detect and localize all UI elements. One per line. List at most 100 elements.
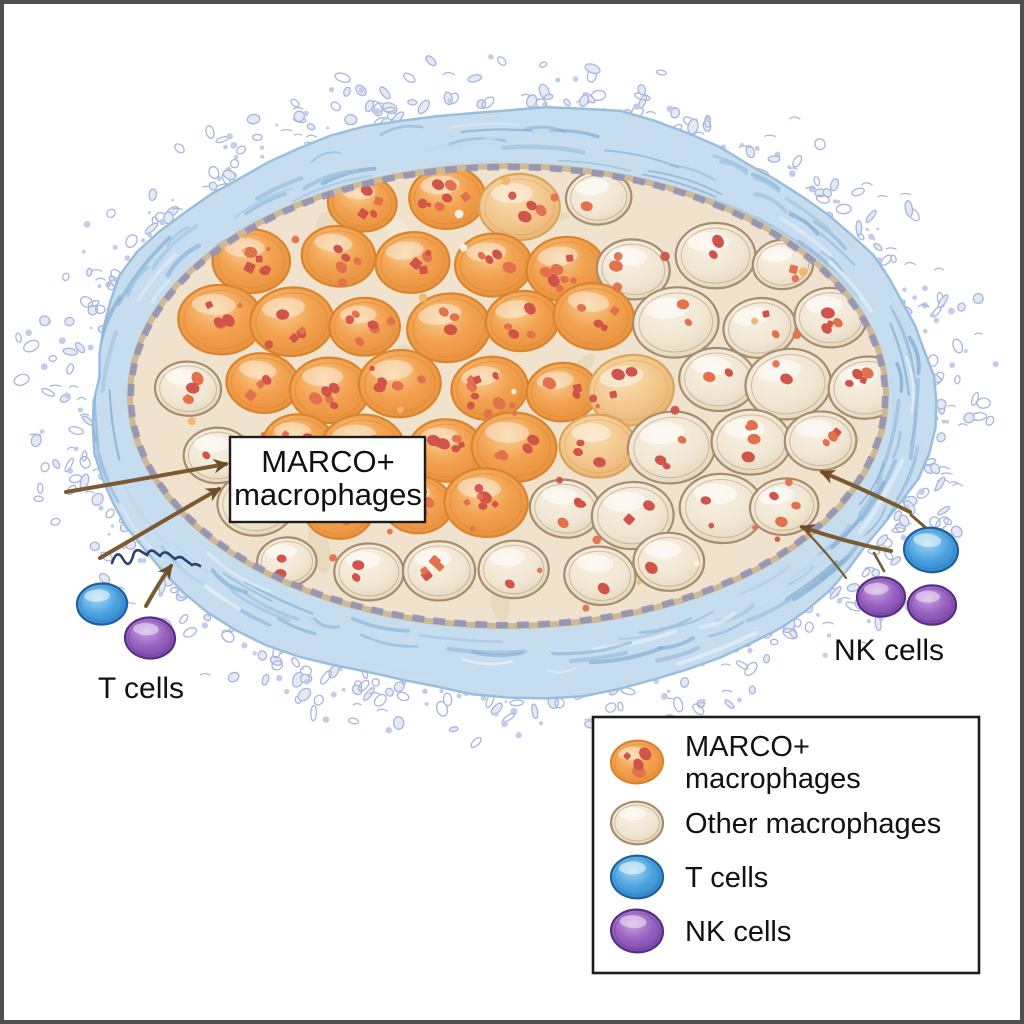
cell-dot — [417, 375, 426, 384]
capsule-stroke — [229, 588, 291, 622]
scribble-annotation — [110, 548, 202, 568]
infiltration-arrow — [64, 458, 229, 494]
debris-dot — [512, 411, 517, 416]
cell-dot — [573, 497, 584, 508]
cell-dot — [328, 382, 340, 394]
speckle — [233, 154, 239, 160]
capsule-stroke — [150, 224, 199, 271]
speckle — [37, 482, 44, 494]
speckle — [157, 591, 164, 597]
speckle — [822, 652, 828, 659]
capsule-stroke — [889, 322, 910, 396]
capsule-stroke — [424, 143, 463, 154]
marco-macrophage-cell — [406, 292, 492, 364]
speckle — [83, 220, 91, 228]
speckle — [77, 396, 87, 401]
speckle — [68, 474, 83, 484]
cell-dot — [333, 244, 343, 254]
cell-dot — [451, 434, 462, 443]
speckle — [84, 490, 95, 494]
marco-macrophage-cell — [249, 286, 335, 358]
speckle — [310, 704, 318, 722]
cell-dot — [324, 395, 334, 404]
cell-dot — [724, 368, 734, 377]
cell-dot — [771, 330, 780, 339]
speckle — [929, 516, 941, 528]
debris-dot — [426, 202, 432, 208]
capsule-stroke — [244, 192, 287, 216]
speckle — [343, 86, 351, 97]
speckle — [229, 158, 240, 169]
debris-dot — [260, 432, 266, 437]
arrow-branch — [909, 513, 928, 530]
speckle — [13, 373, 30, 386]
cell-dot — [741, 451, 755, 463]
cell-dot — [560, 275, 569, 283]
speckle — [40, 462, 50, 473]
cell-dot — [373, 382, 386, 393]
speckle — [222, 630, 233, 634]
speckle — [900, 192, 912, 196]
capsule-stroke — [792, 559, 845, 602]
speckle — [885, 247, 897, 250]
cell-dot — [373, 196, 384, 206]
marco-macrophage-cell — [288, 356, 371, 425]
speckle — [836, 199, 841, 204]
speckle — [407, 99, 418, 106]
speckle — [704, 115, 712, 128]
speckle — [933, 267, 945, 271]
cell-dot — [298, 326, 307, 335]
speckle — [937, 294, 949, 309]
cell-dot — [747, 433, 761, 445]
cell-dot — [703, 371, 716, 383]
speckle — [912, 295, 918, 300]
other-macrophage-cell — [632, 531, 706, 592]
speckle — [259, 145, 265, 150]
speckle — [330, 101, 341, 112]
cell-dot — [351, 310, 360, 318]
speckle — [107, 532, 111, 536]
capsule-stroke — [889, 305, 917, 384]
capsule-stroke — [677, 184, 757, 218]
capsule-stroke — [697, 611, 736, 630]
cell-dot — [684, 318, 693, 327]
debris-dot — [613, 251, 623, 261]
speckle — [97, 284, 102, 289]
speckle — [992, 361, 999, 368]
speckle — [782, 627, 798, 640]
speckle — [456, 693, 462, 699]
speckle — [15, 332, 22, 344]
speckle — [137, 557, 143, 564]
cell-dot — [438, 307, 449, 317]
debris-dot — [237, 302, 243, 309]
speckle — [183, 627, 198, 638]
other-macrophage-cell — [153, 360, 223, 417]
speckle — [439, 689, 444, 694]
other-macrophage-icon — [609, 800, 665, 846]
capsule-stroke — [569, 650, 628, 664]
speckle — [890, 556, 902, 566]
debris-dot — [570, 277, 577, 284]
debris-dot — [369, 365, 375, 372]
infiltration-arrow — [98, 487, 222, 560]
debris-dot — [589, 394, 598, 403]
cell-dot — [700, 496, 712, 505]
marco-macrophage-cell — [525, 361, 599, 423]
cell-dot — [503, 323, 513, 330]
capsule-stroke — [780, 553, 821, 585]
debris-dot — [670, 405, 680, 415]
speckle — [347, 717, 359, 725]
capsule-stroke — [210, 568, 249, 595]
speckle — [861, 182, 873, 186]
capsule-stroke — [789, 539, 848, 588]
speckle — [393, 681, 405, 693]
speckle — [98, 505, 104, 511]
debris-dot — [774, 536, 781, 542]
cell-dot — [213, 317, 225, 328]
other-macrophage-cell — [528, 478, 602, 539]
capsule-stroke — [655, 646, 701, 663]
infiltration-arrow — [799, 524, 893, 553]
speckle — [876, 534, 889, 547]
speckle — [836, 598, 843, 604]
cell-dot — [573, 447, 583, 457]
